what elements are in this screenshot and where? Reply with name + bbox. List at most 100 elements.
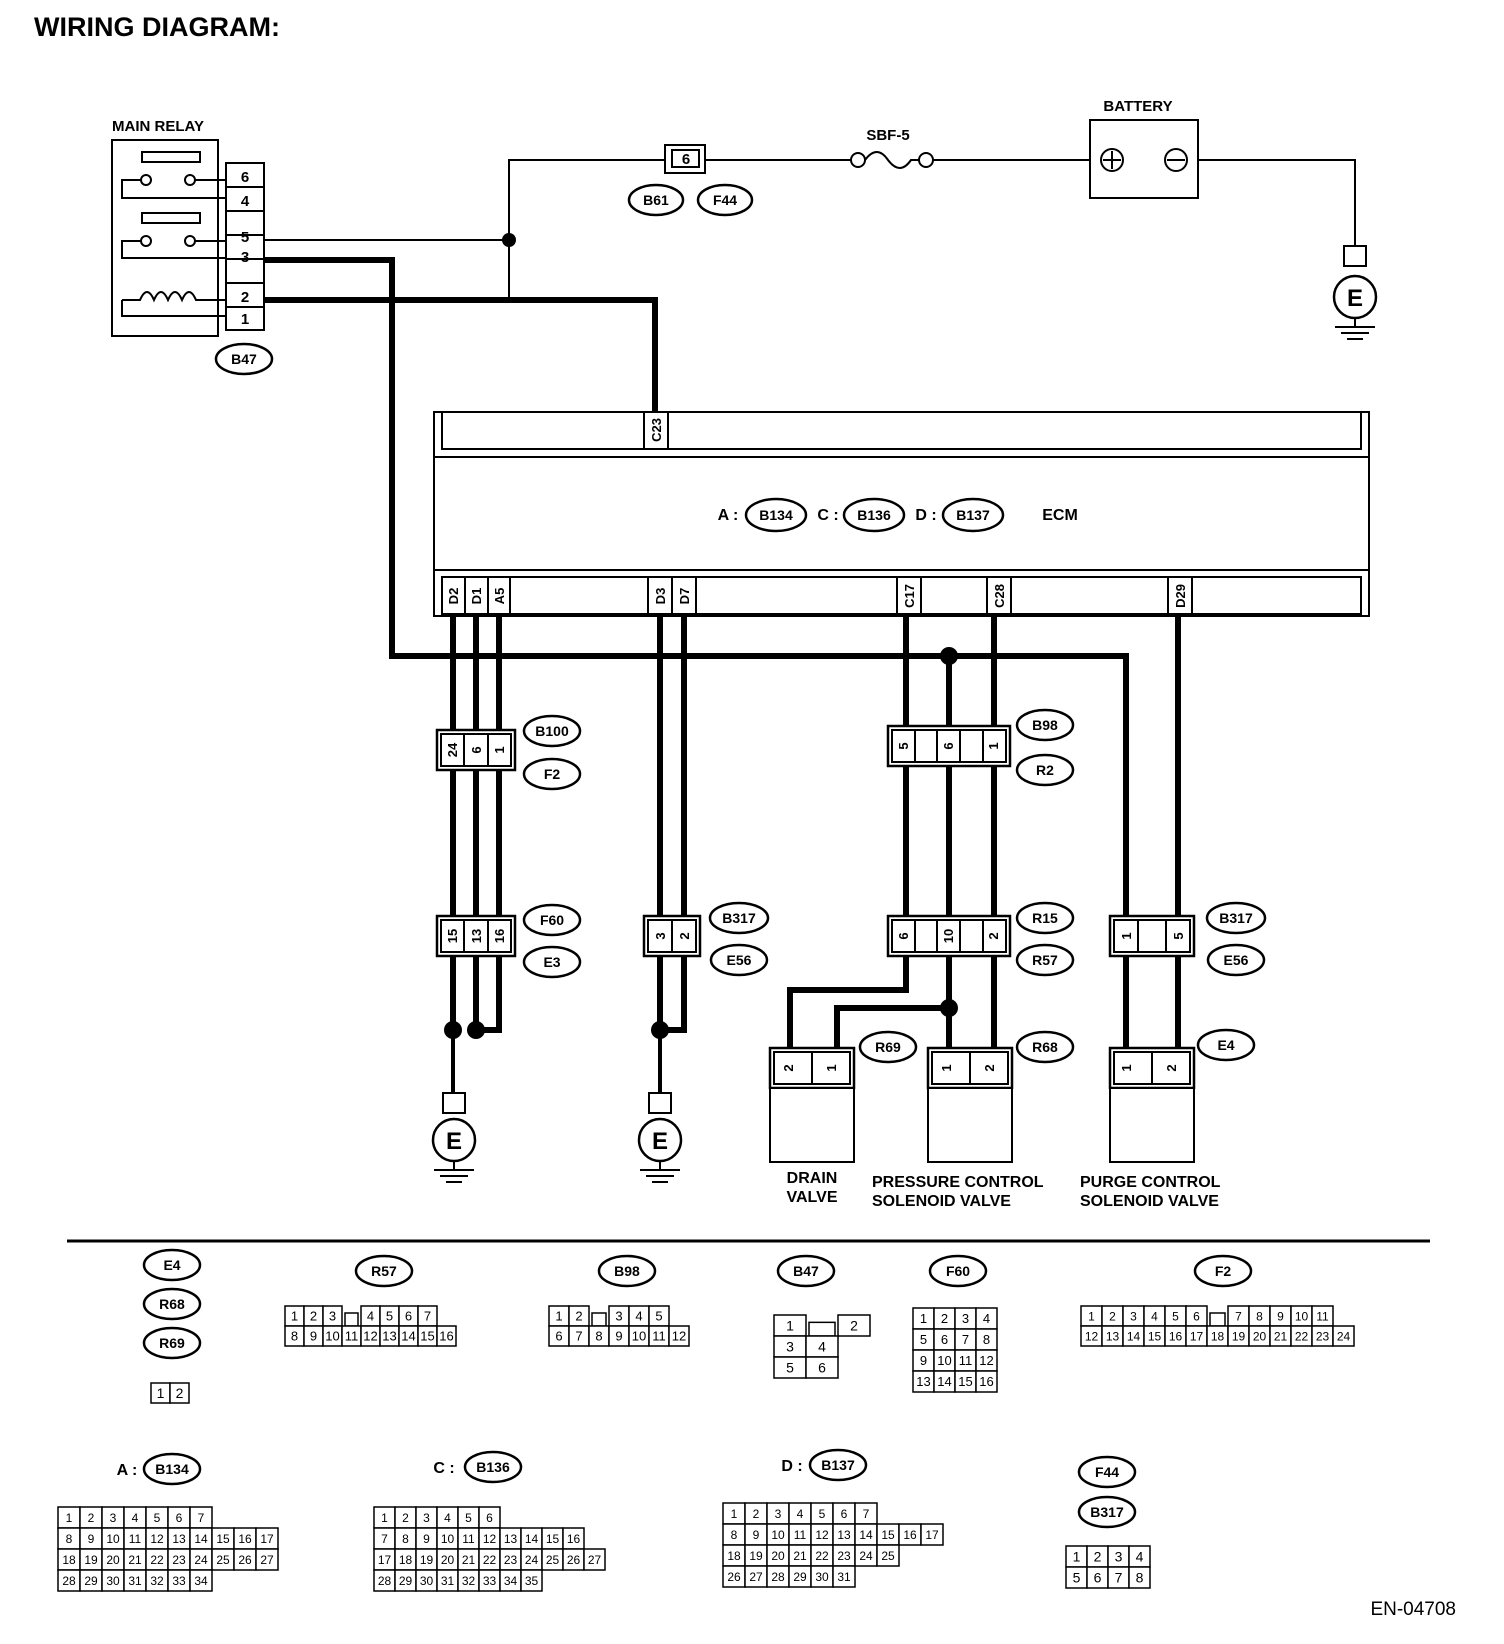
svg-text:1: 1 [492,746,507,753]
pin-number: 3 [423,1511,430,1525]
battery-positive-icon [1100,148,1124,172]
svg-text:10: 10 [941,929,956,943]
svg-text:B98: B98 [1032,717,1058,733]
pin-number: 11 [794,1528,807,1542]
svg-text:R57: R57 [371,1263,397,1279]
pin-number: 8 [595,1329,602,1344]
ground-icon: E [431,1030,477,1183]
pin-number: 28 [62,1574,76,1588]
svg-text:B134: B134 [155,1461,189,1477]
pin-number: 1 [1073,1549,1081,1565]
pin-number: 12 [672,1329,686,1344]
pin-number: 8 [731,1528,738,1542]
pin-number: 32 [150,1574,164,1588]
pin-number: 1 [555,1309,562,1324]
pin-number: 26 [567,1553,581,1567]
pin-number: 12 [815,1528,829,1542]
svg-text:24: 24 [445,742,460,757]
legend-tag-r57: R57 [354,1254,414,1288]
pin-number: 20 [441,1553,455,1567]
connector-tag-r68: R68 [1015,1030,1075,1064]
pin-number: 17 [260,1532,274,1546]
pin-number: 21 [128,1553,142,1567]
connector-tag-r15: R15 [1015,901,1075,935]
pin-number: 10 [441,1532,455,1546]
pin-number: 5 [920,1332,927,1347]
pin-number: 12 [1085,1329,1099,1343]
svg-text:B317: B317 [1219,910,1253,926]
drain-valve: 2 1 DRAIN VALVE [768,1046,856,1206]
relay-pin: 4 [241,193,250,210]
pin-number: 16 [903,1528,917,1542]
pin-number: 8 [1136,1570,1144,1586]
svg-text:E56: E56 [1224,952,1249,968]
pin-number: 31 [441,1574,455,1588]
pin-number: 27 [588,1553,602,1567]
ecm-pin-d29: D29 [1173,584,1188,608]
fuse-connector: 6 [664,144,706,174]
pin-number: 5 [655,1309,662,1324]
svg-text:5: 5 [896,742,911,749]
pin-number: 25 [881,1549,895,1563]
svg-text:B136: B136 [476,1459,510,1475]
pin-number: 7 [381,1532,388,1546]
pin-number: 2 [88,1511,95,1525]
pin-number: 22 [150,1553,164,1567]
pin-number: 6 [555,1329,562,1344]
pin-number: 4 [1136,1549,1144,1565]
pin-number: 23 [1316,1329,1330,1343]
pin-number: 4 [444,1511,451,1525]
pin-number: 2 [176,1385,184,1401]
svg-text:B317: B317 [722,910,756,926]
connector-tag-b136: B136 [857,507,891,523]
pin-number: 14 [859,1528,873,1542]
pin-number: 20 [771,1549,785,1563]
pin-number: 12 [363,1329,377,1344]
pin-number: 4 [797,1507,804,1521]
pin-number: 6 [1193,1309,1200,1323]
legend-tag-f44: F44 [1077,1455,1137,1489]
pin-number: 9 [1277,1309,1284,1323]
connector-tag-e3: E3 [522,945,582,979]
pin-number: 11 [959,1353,973,1368]
connector-tag-b137: B137 [956,507,990,523]
connector-r15-r57: 6 10 2 [886,914,1012,958]
svg-text:F60: F60 [540,912,564,928]
connector-tag-e56-b: E56 [1206,943,1266,977]
pin-number: 2 [850,1318,858,1334]
pin-number: 14 [525,1532,539,1546]
pin-number: 5 [1172,1309,1179,1323]
pin-number: 1 [157,1385,165,1401]
junction-dots [444,647,958,1039]
pin-number: 16 [1169,1329,1183,1343]
pin-number: 19 [1232,1329,1246,1343]
ecm-pin-c28: C28 [992,584,1007,608]
ground-icon: E [637,1030,683,1183]
pin-number: 6 [841,1507,848,1521]
pin-number: 9 [423,1532,430,1546]
svg-text:R15: R15 [1032,910,1058,926]
pin-number: 16 [238,1532,252,1546]
pin-number: 17 [1190,1329,1204,1343]
pin-number: 11 [652,1329,666,1344]
relay-pin: 1 [241,311,249,328]
wires-lower [450,614,1181,1048]
connector-tag-e4: E4 [1196,1028,1256,1062]
pin-number: 4 [818,1339,826,1355]
pin-number: 14 [937,1374,951,1389]
ground-icon: E [1332,245,1378,340]
pin-number: 1 [920,1311,927,1326]
ecm-conn-a-prefix: A : [718,507,739,524]
legend-tag-b136: B136 [463,1450,523,1484]
pin-number: 30 [815,1570,829,1584]
connector-tag-b100: B100 [522,714,582,748]
pin-number: 18 [1211,1329,1225,1343]
pin-number: 16 [439,1329,453,1344]
svg-text:E56: E56 [727,952,752,968]
pin-number: 23 [504,1553,518,1567]
